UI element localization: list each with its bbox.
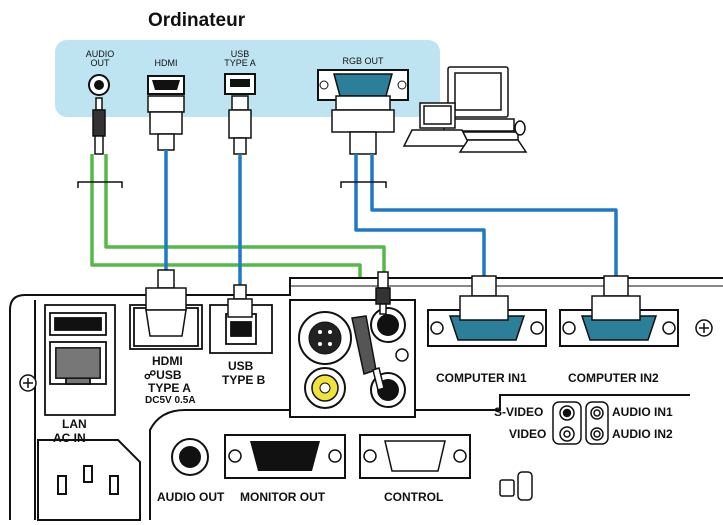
ac-in-label: AC IN bbox=[53, 431, 86, 445]
projector-video-port[interactable] bbox=[304, 367, 346, 409]
rgb-plug-top bbox=[331, 95, 395, 155]
audio-in2-label: AUDIO IN2 bbox=[612, 427, 673, 441]
control-label: CONTROL bbox=[384, 490, 444, 504]
computer-title: Ordinateur bbox=[148, 10, 246, 31]
usb-a-label: ☍USB bbox=[144, 368, 182, 382]
usb-icon: ☍ bbox=[144, 368, 157, 382]
lan-label: LAN bbox=[62, 417, 87, 431]
audio-in1-label: AUDIO IN1 bbox=[612, 405, 673, 419]
projector-audio-out-port[interactable] bbox=[171, 438, 209, 476]
rgb-plug-bottom-2 bbox=[591, 275, 641, 321]
projector-ac-in-port[interactable] bbox=[37, 439, 141, 521]
computer-audio-out-label: AUDIO OUT bbox=[85, 49, 115, 68]
audio-plug-bottom bbox=[351, 271, 391, 391]
video-label: VIDEO bbox=[509, 427, 547, 441]
screw-icon bbox=[395, 348, 409, 362]
projector-hdmi-label: HDMI bbox=[152, 354, 183, 368]
projector-audio-in1-port[interactable] bbox=[370, 307, 406, 343]
usb-plug-bottom bbox=[227, 284, 253, 318]
usb-plug-top bbox=[228, 95, 252, 155]
av-indicator-legend bbox=[552, 401, 609, 445]
projector-computer-in2-port[interactable] bbox=[559, 309, 679, 347]
hdmi-plug-top bbox=[147, 95, 185, 151]
s-video-label: S-VIDEO bbox=[494, 405, 544, 419]
usb-b-label: USB bbox=[228, 359, 254, 373]
computer-in1-label: COMPUTER IN1 bbox=[436, 371, 527, 385]
computer-rgb-out-label: RGB OUT bbox=[342, 56, 384, 66]
projector-control-port[interactable] bbox=[359, 434, 471, 479]
lock-icon bbox=[499, 471, 533, 501]
projector-lan-port[interactable] bbox=[55, 347, 101, 379]
computer-in2-label: COMPUTER IN2 bbox=[568, 371, 659, 385]
audio-out-label: AUDIO OUT bbox=[157, 490, 225, 504]
audio-plug-top bbox=[92, 97, 106, 155]
cable-brackets bbox=[77, 181, 387, 188]
computer-usb-port[interactable] bbox=[224, 73, 256, 95]
projector-s-video-port[interactable] bbox=[298, 311, 352, 365]
computer-icon bbox=[402, 66, 528, 153]
rgb-plug-bottom-1 bbox=[459, 275, 509, 321]
computer-hdmi-port[interactable] bbox=[147, 75, 185, 95]
usb-b-type-label: TYPE B bbox=[222, 373, 266, 387]
projector-monitor-out-port[interactable] bbox=[224, 434, 346, 479]
monitor-out-label: MONITOR OUT bbox=[240, 490, 326, 504]
usb-a-power-label: DC5V 0.5A bbox=[145, 395, 196, 406]
usb-a-type-label: TYPE A bbox=[148, 381, 191, 395]
screw-icon-cross bbox=[699, 323, 709, 333]
projector-computer-in1-port[interactable] bbox=[427, 309, 547, 347]
hdmi-plug-bottom bbox=[145, 269, 187, 337]
computer-hdmi-label: HDMI bbox=[154, 58, 178, 68]
computer-audio-out-port[interactable] bbox=[88, 74, 110, 96]
computer-usb-label: USB TYPE A bbox=[224, 49, 256, 68]
screw-icon-cross bbox=[23, 378, 33, 388]
computer-rgb-out-port[interactable] bbox=[317, 69, 409, 101]
